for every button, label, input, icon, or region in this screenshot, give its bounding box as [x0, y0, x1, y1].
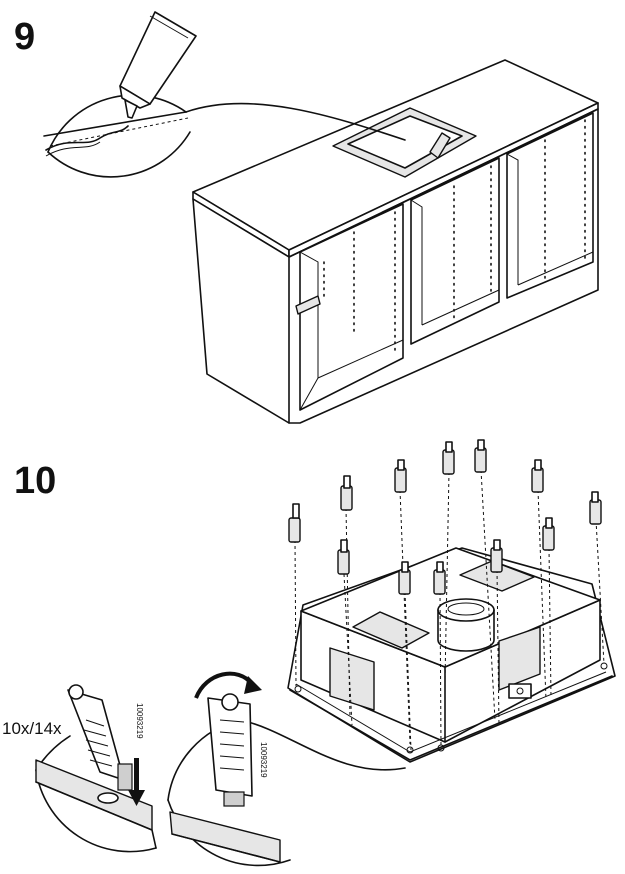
step-10-sink-drawing: [287, 547, 616, 763]
part-code-label: 10093219: [135, 703, 144, 739]
clip-7-icon: [433, 561, 446, 595]
step-10-clips: [288, 439, 605, 751]
quantity-label: 10x/14x: [2, 719, 62, 738]
step-10-clip-detail-right: [167, 671, 406, 867]
step-10-number: 10: [14, 460, 57, 502]
step-9-sealant-detail: [43, 11, 197, 178]
step-9-number: 9: [14, 16, 36, 58]
step-10-clip-detail-left: [35, 684, 157, 853]
clip-10-icon: [531, 459, 544, 493]
clip-12-icon: [589, 491, 602, 525]
clip-11-icon: [542, 517, 555, 551]
clip-3-icon: [337, 539, 350, 575]
clip-2-icon: [340, 475, 353, 511]
clip-1-icon: [288, 503, 301, 543]
clip-4-icon: [394, 459, 407, 493]
step-9-cabinet-drawing: [192, 59, 599, 424]
clip-8-icon: [474, 439, 487, 473]
step-9-callout-leader: [185, 102, 406, 141]
clip-6-icon: [442, 441, 455, 475]
clip-9-icon: [490, 539, 503, 573]
part-code-label-2: 10093219: [259, 742, 268, 778]
clip-5-icon: [398, 561, 411, 595]
